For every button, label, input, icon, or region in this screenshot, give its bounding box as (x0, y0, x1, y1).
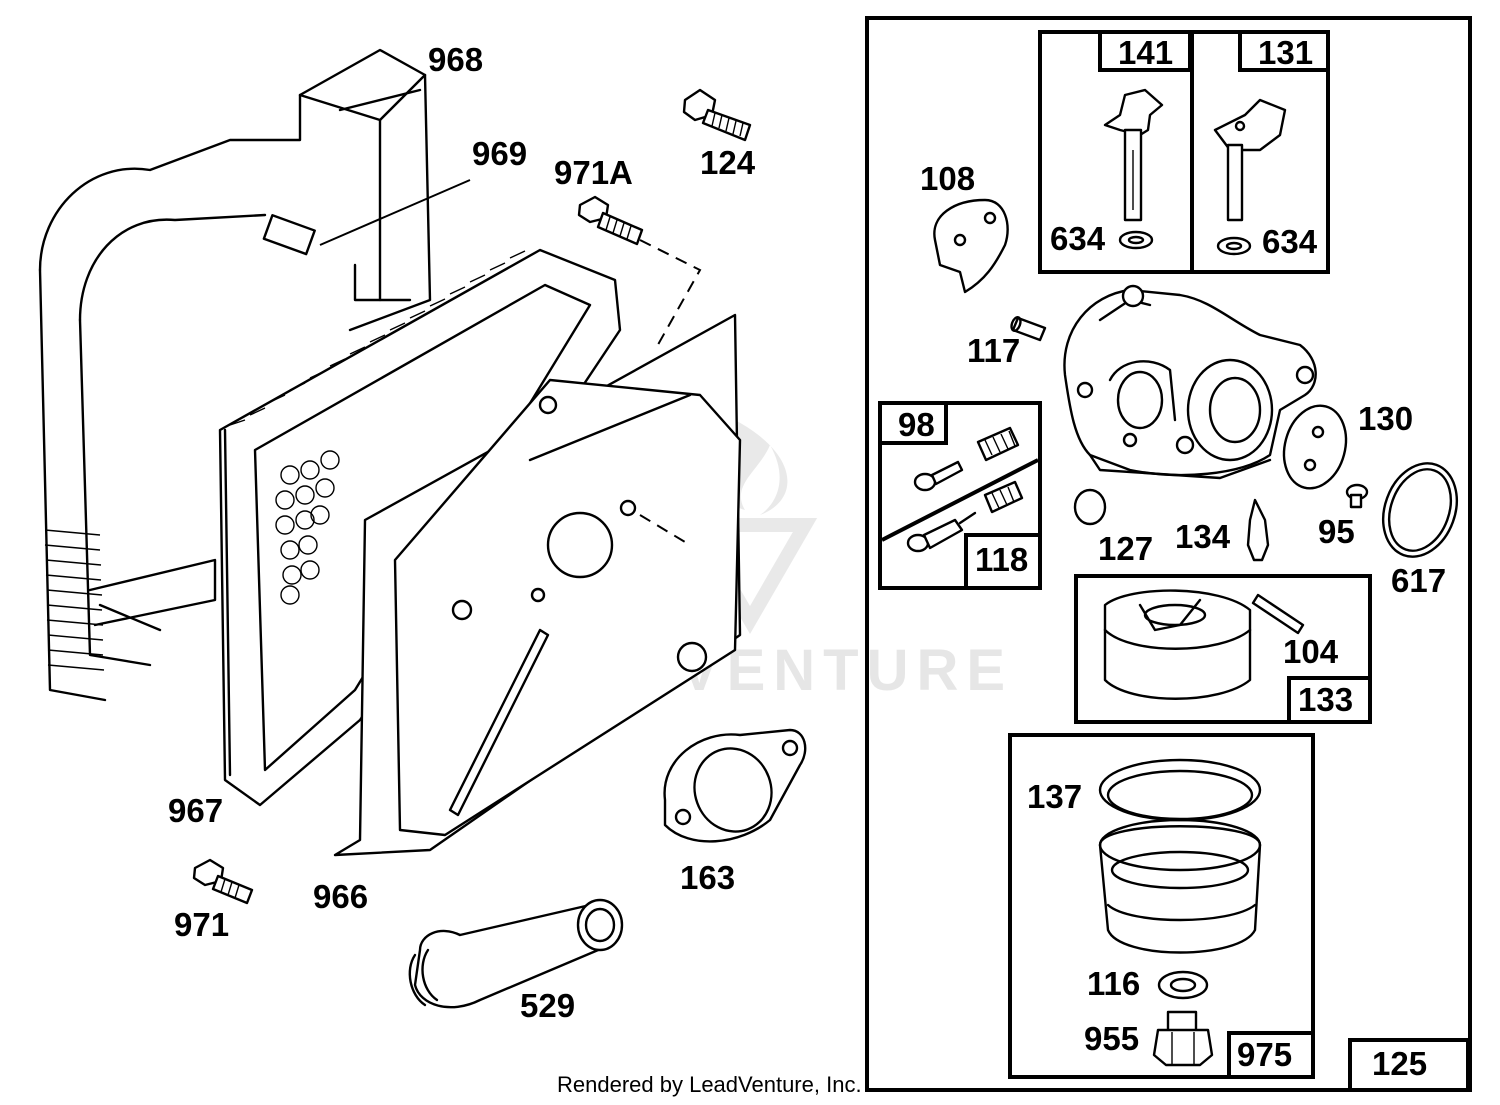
label-968: 968 (428, 41, 483, 78)
box-float (1074, 574, 1372, 724)
label-108: 108 (920, 160, 975, 197)
label-104: 104 (1283, 633, 1339, 670)
part-955-bowl-nut (1152, 1010, 1214, 1067)
label-133: 133 (1298, 681, 1353, 718)
tag-box-125 (1348, 1038, 1470, 1092)
part-bowl (1098, 818, 1262, 954)
part-carburetor-body (1063, 284, 1317, 480)
label-617: 617 (1391, 562, 1446, 599)
part-130-gasket (1282, 404, 1348, 490)
label-975: 975 (1237, 1036, 1292, 1073)
part-124-bolt (682, 88, 752, 142)
rendered-by-credit: Rendered by LeadVenture, Inc. (557, 1072, 862, 1097)
base-ribs (44, 529, 105, 671)
part-971a-bolt (577, 195, 644, 246)
label-634-throttle: 634 (1050, 220, 1106, 257)
tag-box-133 (1287, 676, 1372, 724)
leader-969 (319, 179, 471, 246)
leader-966-hole (639, 514, 691, 546)
label-117: 117 (967, 332, 1020, 369)
part-95-screw (1345, 483, 1369, 509)
label-966: 966 (313, 878, 368, 915)
tag-box-141 (1098, 30, 1192, 72)
label-125: 125 (1372, 1045, 1427, 1082)
part-108-plate (933, 198, 1009, 294)
label-137: 137 (1027, 778, 1082, 815)
part-127-plug (1073, 488, 1107, 526)
label-529: 529 (520, 987, 575, 1024)
label-131: 131 (1258, 34, 1313, 71)
part-529-breather-tube (408, 898, 624, 1009)
part-117-pin (1010, 316, 1047, 342)
part-137-bowl-gasket (1098, 758, 1262, 822)
part-133-float (1103, 589, 1252, 700)
part-134-needle (1246, 498, 1270, 562)
label-124: 124 (700, 144, 756, 181)
part-971-bolt (192, 858, 254, 905)
leader-971a (639, 239, 702, 351)
label-141: 141 (1118, 34, 1173, 71)
label-967: 967 (168, 792, 223, 829)
label-134: 134 (1175, 518, 1231, 555)
part-98-idle-screw (913, 426, 1020, 492)
filter-mesh (275, 450, 340, 605)
label-95: 95 (1318, 513, 1355, 550)
label-969: 969 (472, 135, 527, 172)
label-118: 118 (975, 541, 1028, 578)
part-968-air-cleaner-base (38, 48, 432, 702)
part-104-float-pin (1251, 593, 1305, 635)
label-163: 163 (680, 859, 735, 896)
part-131-choke-shaft (1213, 98, 1287, 256)
tag-box-98 (878, 401, 948, 445)
part-116-washer (1157, 970, 1209, 1000)
part-141-throttle-shaft (1103, 88, 1164, 250)
label-127: 127 (1098, 530, 1153, 567)
part-966-cover (333, 313, 742, 857)
label-116: 116 (1087, 965, 1140, 1002)
label-634-choke: 634 (1262, 223, 1318, 260)
tag-box-975 (1227, 1031, 1315, 1079)
tag-box-131 (1238, 30, 1330, 72)
box-screws (878, 401, 1042, 590)
label-971: 971 (174, 906, 229, 943)
tag-box-118 (964, 533, 1042, 590)
part-118-mixture-screw (906, 480, 1024, 553)
label-971a: 971A (554, 154, 633, 191)
part-163-gasket (663, 728, 807, 843)
part-617-o-ring (1382, 462, 1458, 558)
label-130: 130 (1358, 400, 1413, 437)
label-98: 98 (898, 406, 935, 443)
label-955: 955 (1084, 1020, 1139, 1057)
carburetor-panel-frame (865, 16, 1472, 1092)
box-bowl (1008, 733, 1315, 1079)
